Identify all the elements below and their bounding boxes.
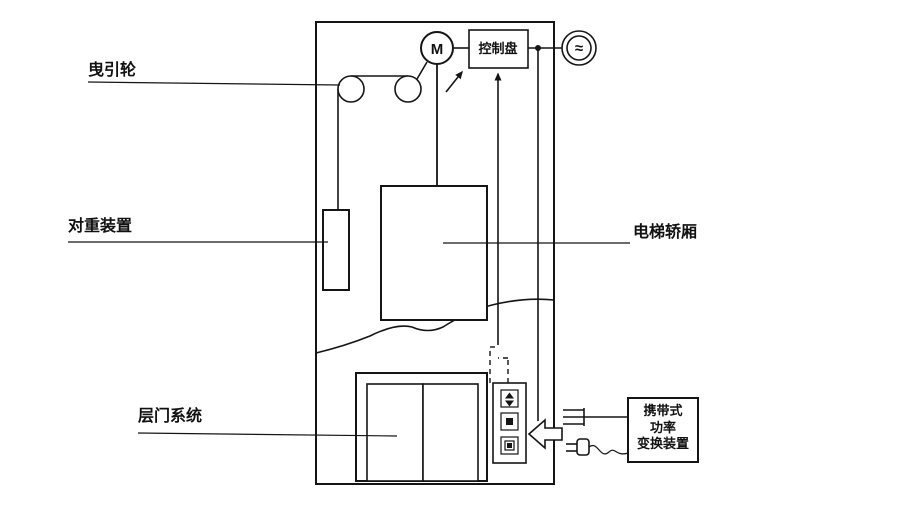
motor-label: M bbox=[431, 41, 444, 58]
portable-device-label-1: 携带式 bbox=[643, 403, 682, 418]
ac-source-inner-icon bbox=[566, 35, 592, 61]
display-inner-icon bbox=[504, 440, 515, 451]
door-panel-left bbox=[366, 383, 424, 482]
motor-feedback-arrow bbox=[445, 70, 463, 93]
elevator-car-box bbox=[380, 185, 488, 321]
counterweight-box bbox=[322, 209, 350, 291]
ac-source-label: ≈ bbox=[575, 40, 583, 57]
traction-wheel-label: 曳引轮 bbox=[88, 60, 136, 79]
indicator-dot-icon bbox=[506, 418, 513, 425]
portable-device-box bbox=[627, 397, 699, 463]
plug-cord-line bbox=[588, 444, 629, 455]
landing-door-leader-line bbox=[137, 432, 398, 437]
rope-motor-line bbox=[416, 61, 428, 80]
portable-device-label-2: 功率 bbox=[650, 420, 676, 435]
portable-device-label-3: 变换装置 bbox=[637, 436, 689, 451]
plug-body-icon bbox=[576, 438, 590, 456]
down-arrow-icon bbox=[505, 400, 514, 407]
up-down-button-icon bbox=[500, 389, 519, 408]
control-panel-box bbox=[468, 29, 529, 69]
landing-door-label: 层门系统 bbox=[138, 406, 202, 425]
counterweight-label: 对重装置 bbox=[68, 216, 132, 235]
power-flow-arrow-icon bbox=[527, 418, 563, 450]
control-panel-label: 控制盘 bbox=[478, 41, 517, 56]
up-arrow-icon bbox=[505, 392, 514, 399]
display-button-icon bbox=[500, 436, 519, 455]
traction-wheel-leader-line bbox=[87, 81, 341, 86]
traction-wheel-icon bbox=[337, 75, 365, 103]
deflector-wheel-icon bbox=[394, 75, 422, 103]
display-dot-icon bbox=[507, 443, 512, 448]
door-panel-right bbox=[422, 383, 479, 482]
indicator-button-icon bbox=[500, 412, 519, 431]
elevator-car-label: 电梯轿厢 bbox=[633, 222, 697, 241]
